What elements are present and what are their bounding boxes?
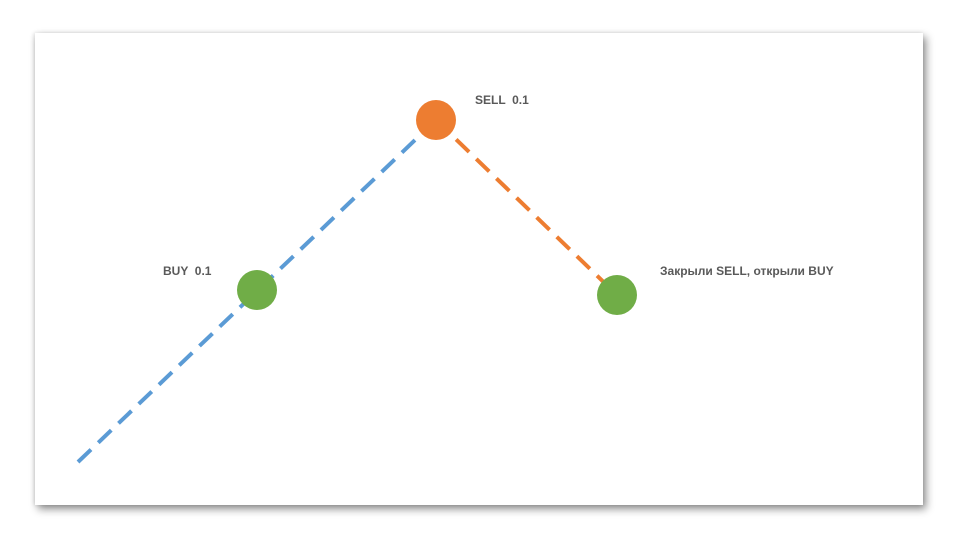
buy-label: BUY 0.1 (163, 264, 212, 278)
downtrend-line (434, 118, 619, 297)
sell-label: SELL 0.1 (475, 93, 529, 107)
buy-point (237, 270, 277, 310)
diagram-card (35, 33, 923, 505)
reverse-label: Закрыли SELL, открыли BUY (660, 264, 834, 278)
sell-point (416, 100, 456, 140)
reverse-point (597, 275, 637, 315)
